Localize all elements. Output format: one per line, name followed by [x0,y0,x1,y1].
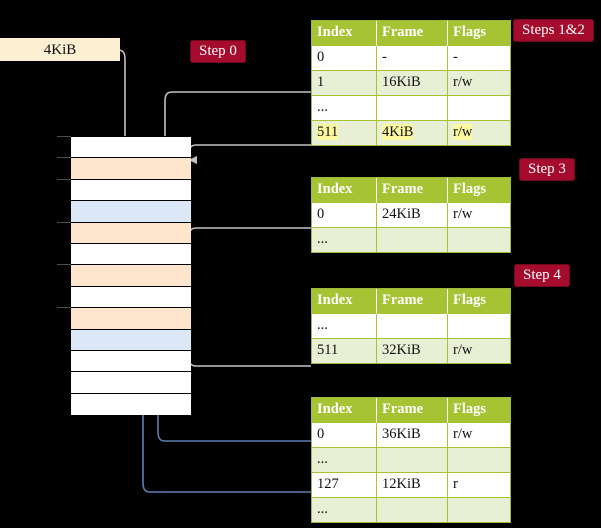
cell-frame: 12KiB [376,472,448,498]
cell-index: 511 [312,120,377,145]
column-header-flags: Flags [447,21,510,46]
cell-flags: r/w [447,202,510,228]
cell-frame: - [376,45,448,71]
physical-memory-column [70,136,191,416]
memory-frame-tick-0 [57,136,71,137]
memory-frame-8 [71,308,191,330]
memory-frame-tick-6 [57,264,71,266]
cell-index: 0 [312,45,377,71]
table-row[interactable]: 0-- [312,45,510,71]
column-header-flags: Flags [447,178,510,203]
cell-frame: 36KiB [376,422,448,448]
wire-step4-to-memory [181,318,311,367]
memory-frame-6 [71,265,191,287]
memory-frame-tick-4 [57,221,71,223]
cell-index: ... [312,313,377,339]
badge-step4: Step 4 [514,264,570,287]
cell-flags: r [447,472,510,498]
memory-frame-4 [71,222,191,244]
cell-flags: r/w [447,120,510,145]
memory-frame-3 [71,201,191,223]
cell-flags [447,313,510,339]
cell-frame [376,313,448,339]
cell-flags: r/w [447,338,510,363]
column-header-flags: Flags [447,289,510,314]
cell-frame: 32KiB [376,338,448,363]
cell-index: 127 [312,472,377,498]
memory-frame-12 [71,393,191,416]
cell-index: 0 [312,422,377,448]
memory-frame-2 [71,179,191,202]
badge-step12: Steps 1&2 [513,19,594,42]
memory-frame-tick-1 [57,157,71,159]
table-row[interactable]: ... [312,497,510,522]
cell-flags [447,95,510,121]
table-row[interactable]: ... [312,447,510,473]
memory-frame-0 [71,137,191,159]
cell-frame [376,447,448,473]
memory-frame-11 [71,372,191,394]
request-size-box: 4KiB [0,38,120,61]
cell-frame: 4KiB [376,120,448,145]
cell-flags: r/w [447,422,510,448]
wire-step3-to-memory [170,227,311,260]
cell-index: 511 [312,338,377,363]
cell-index: ... [312,227,377,252]
column-header-index: Index [312,289,377,314]
memory-frame-10 [71,351,191,373]
cell-index: 1 [312,70,377,96]
cell-index: ... [312,447,377,473]
table-row[interactable]: ... [312,313,510,339]
column-header-index: Index [312,398,377,423]
cell-flags: r/w [447,70,510,96]
cell-index: ... [312,497,377,522]
memory-frame-5 [71,244,191,266]
memory-frame-tick-2 [57,178,71,180]
wire-l4-entry511-to-memory [188,144,311,164]
cell-frame: 16KiB [376,70,448,96]
cell-frame [376,95,448,121]
cell-flags [447,497,510,522]
column-header-index: Index [312,21,377,46]
column-header-frame: Frame [376,398,448,423]
memory-frame-tick-8 [57,307,71,309]
memory-frame-1 [71,158,191,180]
cell-frame [376,227,448,252]
cell-index: 0 [312,202,377,228]
cell-index: ... [312,95,377,121]
badge-step3: Step 3 [519,158,575,181]
column-header-frame: Frame [376,21,448,46]
cell-flags [447,447,510,473]
cell-flags [447,227,510,252]
table-row[interactable]: ... [312,95,510,121]
column-header-frame: Frame [376,289,448,314]
memory-frame-7 [71,286,191,309]
cell-frame: 24KiB [376,202,448,228]
cell-flags: - [447,45,510,71]
badge-step0: Step 0 [190,40,246,63]
memory-frame-9 [71,329,191,351]
request-size-label: 4KiB [43,42,77,58]
column-header-frame: Frame [376,178,448,203]
column-header-flags: Flags [447,398,510,423]
column-header-index: Index [312,178,377,203]
cell-frame [376,497,448,522]
table-row[interactable]: ... [312,227,510,252]
